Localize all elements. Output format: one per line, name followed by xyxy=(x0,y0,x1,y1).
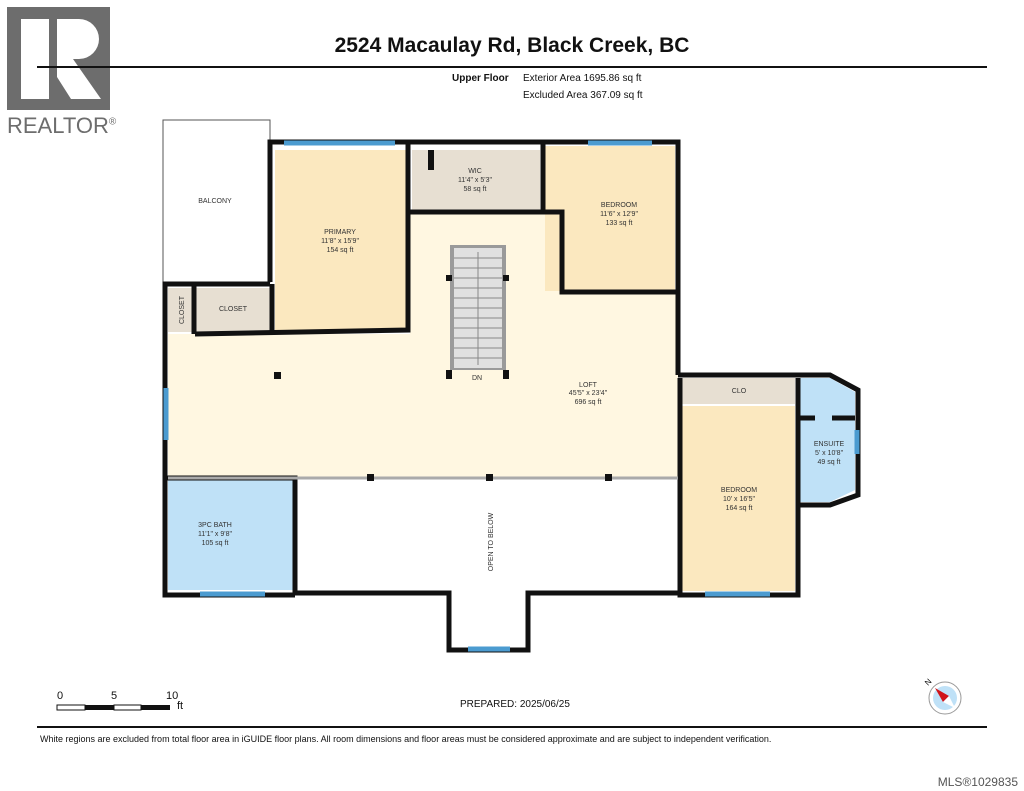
closet-vertical-label: CLOSET xyxy=(179,295,186,324)
disclaimer: White regions are excluded from total fl… xyxy=(40,734,772,744)
clo-label: CLO xyxy=(732,388,747,395)
balcony-area xyxy=(162,119,271,283)
primary-dims: 11'8" x 15'9" xyxy=(321,238,359,245)
ensuite-room xyxy=(798,378,855,502)
bedroom-ne-area: 133 sq ft xyxy=(606,220,633,227)
mls-number: MLS®1029835 xyxy=(937,775,1018,789)
wic-area: 58 sq ft xyxy=(464,186,487,193)
primary-room xyxy=(275,150,408,330)
realtor-wordmark: REALTOR® xyxy=(7,113,116,139)
loft-dims: 45'5" x 23'4" xyxy=(569,390,608,397)
bedroom-se-dims: 10' x 16'5" xyxy=(723,496,756,503)
scale-bar: 0 5 10 ft xyxy=(55,690,195,714)
bedroom-se-label: BEDROOM xyxy=(721,487,757,494)
ensuite-label: ENSUITE xyxy=(814,441,845,448)
bath-label: 3PC BATH xyxy=(198,522,232,529)
bath-room xyxy=(168,480,295,590)
bedroom-se-area: 164 sq ft xyxy=(726,505,753,512)
loft-label: LOFT xyxy=(579,382,598,389)
closet-horizontal xyxy=(196,288,272,332)
floor-name: Upper Floor xyxy=(452,73,509,84)
windows xyxy=(163,140,860,652)
loft-columns xyxy=(274,372,612,481)
prepared-date: PREPARED: 2025/06/25 xyxy=(460,699,570,710)
stairs-label: DN xyxy=(472,375,482,382)
wic-label: WIC xyxy=(468,168,482,175)
loft-area-text: 696 sq ft xyxy=(575,399,602,406)
primary-area: 154 sq ft xyxy=(327,247,354,254)
wic-dims: 11'4" x 5'3" xyxy=(458,177,492,184)
exterior-area: Exterior Area 1695.86 sq ft xyxy=(523,73,642,84)
bedroom-ne-dims: 11'6" x 12'9" xyxy=(600,211,638,218)
bedroom-ne-label: BEDROOM xyxy=(601,202,637,209)
balcony-label: BALCONY xyxy=(198,198,232,205)
realtor-logo xyxy=(7,7,110,110)
realtor-r-icon xyxy=(21,19,101,99)
closet-vertical xyxy=(168,288,193,332)
clo-room xyxy=(682,378,795,404)
ensuite-dims: 5' x 10'8" xyxy=(815,450,844,457)
compass-icon: N xyxy=(918,674,968,719)
scale-tick-10: 10 xyxy=(166,690,179,702)
compass-north-label: N xyxy=(923,677,934,688)
registered-mark: ® xyxy=(108,116,117,128)
stairs xyxy=(446,245,509,379)
scale-bar-graphic xyxy=(56,704,170,711)
excluded-area: Excluded Area 367.09 sq ft xyxy=(523,90,643,101)
bedroom-se-room xyxy=(682,406,795,591)
ensuite-area: 49 sq ft xyxy=(818,459,841,466)
title-divider xyxy=(37,66,987,68)
scale-tick-5: 5 xyxy=(111,690,118,702)
bedroom-ne-room xyxy=(545,146,675,291)
bath-area: 105 sq ft xyxy=(202,540,229,547)
bath-dims: 11'1" x 9'8" xyxy=(198,531,232,538)
open-below-label: OPEN TO BELOW xyxy=(488,512,495,571)
scale-tick-0: 0 xyxy=(57,690,64,702)
scale-unit: ft xyxy=(177,700,184,712)
realtor-text: REALTOR xyxy=(7,113,109,138)
closet-horizontal-label: CLOSET xyxy=(219,306,248,313)
primary-label: PRIMARY xyxy=(324,229,356,236)
wic-column xyxy=(428,150,434,170)
footer-divider xyxy=(37,726,987,728)
page-title: 2524 Macaulay Rd, Black Creek, BC xyxy=(334,34,690,57)
